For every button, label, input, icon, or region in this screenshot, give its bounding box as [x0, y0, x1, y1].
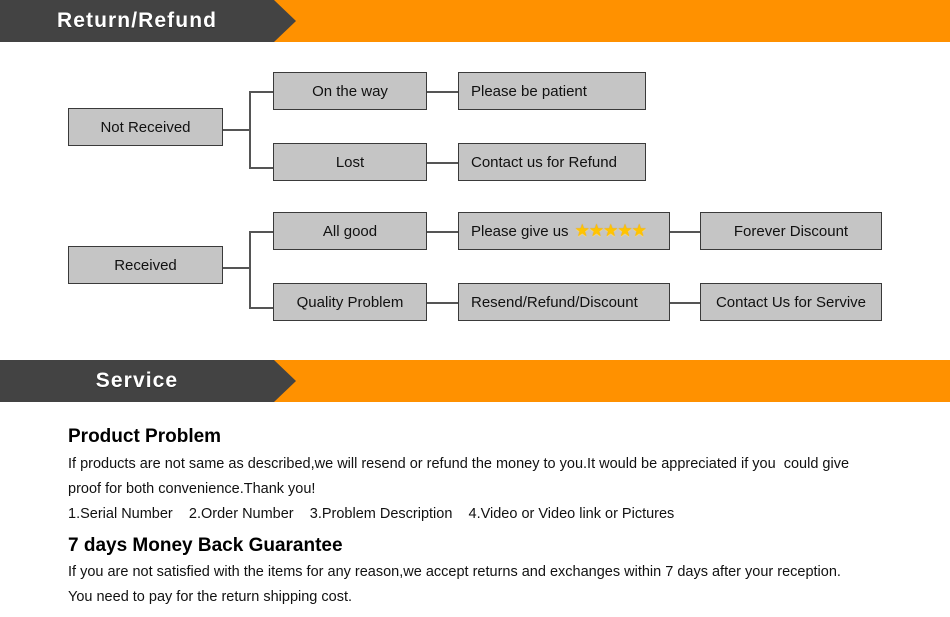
connector-g2-spine	[249, 231, 251, 308]
node-contact-us-for-refund: Contact us for Refund	[458, 143, 646, 181]
star-icon: ★	[617, 221, 632, 240]
connector-g1-branch-top	[249, 91, 273, 93]
connector-g2-bottom-stage2	[427, 302, 458, 304]
guarantee-line-1: If you are not satisfied with the items …	[68, 564, 841, 581]
connector-g2-branch-bottom	[249, 307, 273, 309]
star-icon: ★	[631, 221, 647, 240]
section-product-problem: Product Problem If products are not same…	[68, 424, 898, 527]
node-please-give-us-stars: Please give us ★★★★★	[458, 212, 670, 250]
node-forever-discount: Forever Discount	[700, 212, 882, 250]
node-received: Received	[68, 246, 223, 284]
product-problem-required-items: 1.Serial Number 2.Order Number 3.Problem…	[68, 505, 675, 522]
connector-g1-spine	[249, 91, 251, 168]
node-contact-us-for-service: Contact Us for Servive	[700, 283, 882, 321]
connector-g2-bottom-stage3	[670, 302, 700, 304]
flowchart: Not Received On the way Lost Please be p…	[0, 42, 950, 360]
node-please-be-patient: Please be patient	[458, 72, 646, 110]
node-quality-problem: Quality Problem	[273, 283, 427, 321]
product-problem-line-1: If products are not same as described,we…	[68, 455, 850, 472]
node-on-the-way: On the way	[273, 72, 427, 110]
star-icon: ★	[603, 221, 618, 240]
service-copy: Product Problem If products are not same…	[68, 424, 898, 610]
node-not-received: Not Received	[68, 108, 223, 146]
banner-return-refund: Return/Refund	[0, 0, 950, 42]
rating-stars: ★★★★★	[574, 221, 647, 241]
product-problem-line-2: proof for both convenience.Thank you!	[68, 480, 316, 497]
heading-money-back-guarantee: 7 days Money Back Guarantee	[68, 534, 343, 556]
connector-g2-root	[223, 267, 250, 269]
connector-g2-top-stage2	[427, 231, 458, 233]
banner-dark-arrow	[0, 0, 296, 42]
node-all-good: All good	[273, 212, 427, 250]
connector-g2-top-stage3	[670, 231, 700, 233]
guarantee-line-2: You need to pay for the return shipping …	[68, 589, 353, 606]
connector-g1-top-stage2	[427, 91, 458, 93]
banner-dark-arrow	[0, 360, 296, 402]
connector-g1-root	[223, 129, 250, 131]
node-please-give-us-label: Please give us	[471, 222, 569, 240]
star-icon: ★	[588, 221, 604, 240]
node-lost: Lost	[273, 143, 427, 181]
connector-g1-branch-bottom	[249, 167, 273, 169]
connector-g2-branch-top	[249, 231, 273, 233]
banner-service: Service	[0, 360, 950, 402]
section-money-back-guarantee: 7 days Money Back Guarantee If you are n…	[68, 533, 898, 611]
banner-title-service: Service	[95, 369, 179, 392]
heading-product-problem: Product Problem	[68, 426, 222, 447]
banner-title-return-refund: Return/Refund	[56, 9, 218, 32]
connector-g1-bottom-stage2	[427, 162, 458, 164]
star-icon: ★	[574, 221, 590, 240]
node-resend-refund-discount: Resend/Refund/Discount	[458, 283, 670, 321]
